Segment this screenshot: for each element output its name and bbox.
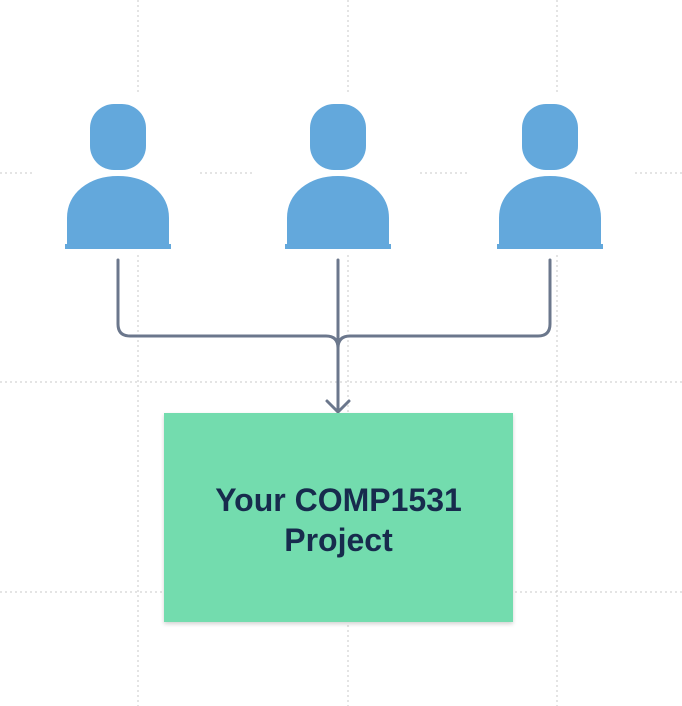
project-label: Your COMP1531 Project (215, 481, 462, 558)
person-icon (63, 104, 173, 250)
connector-left (116, 258, 340, 350)
connector-lines (116, 258, 552, 414)
project-box: Your COMP1531 Project (164, 413, 513, 622)
person-icon (495, 104, 605, 250)
connector-right (336, 258, 552, 350)
person-icon (283, 104, 393, 250)
arrow-down-icon (325, 399, 351, 414)
